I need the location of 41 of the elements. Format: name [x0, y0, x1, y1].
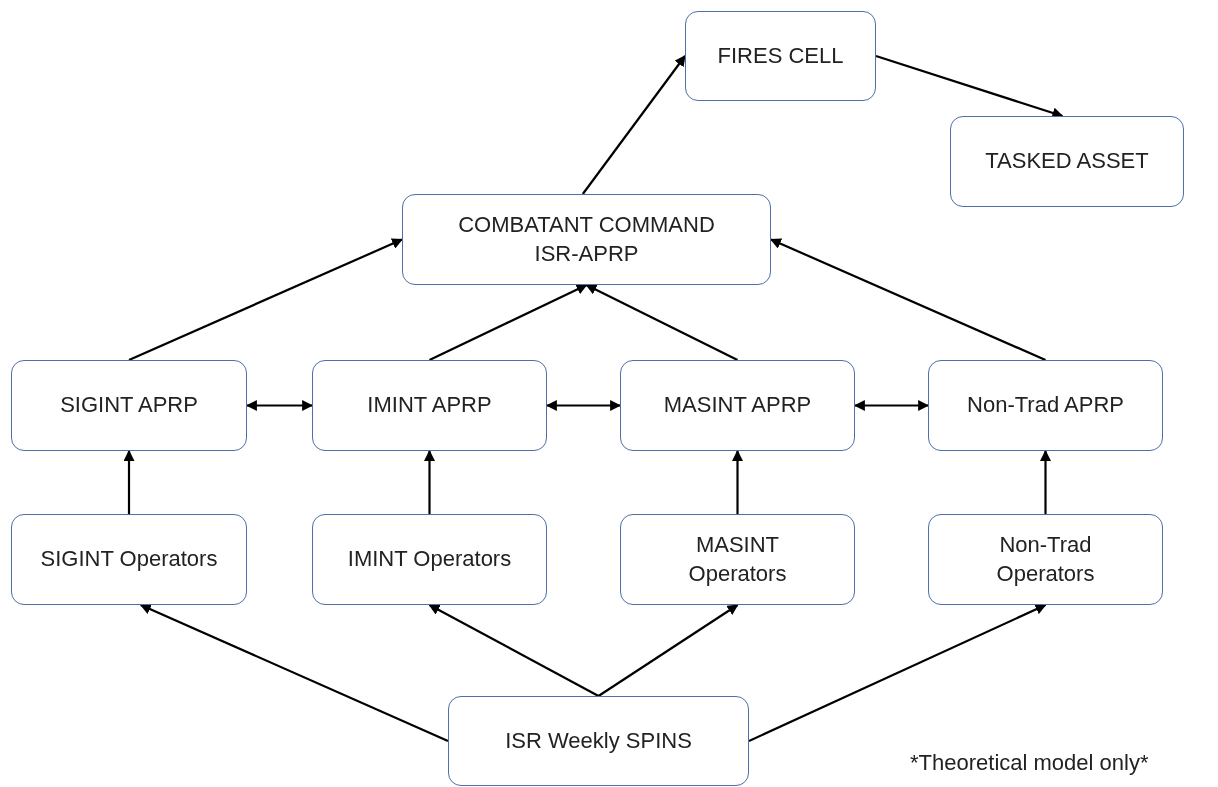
arrow: [597, 604, 739, 697]
arrow: [581, 55, 686, 195]
note-text: *Theoretical model only*: [910, 750, 1149, 776]
node-label: Non-Trad APRP: [966, 391, 1125, 420]
node-label: ISR Weekly SPINS: [504, 726, 693, 755]
arrow: [424, 449, 435, 514]
process-box: [448, 696, 749, 786]
node-label: COMBATANT COMMAND ISR-APRP: [457, 210, 716, 268]
process-box: [11, 360, 247, 451]
node-label: IMINT APRP: [366, 391, 493, 420]
arrow: [853, 400, 930, 411]
arrow: [139, 604, 449, 742]
process-box: [685, 11, 876, 101]
process-box: [620, 360, 855, 451]
node-label: Non-Trad Operators: [995, 530, 1096, 588]
arrow: [545, 400, 622, 411]
node-label: SIGINT APRP: [59, 391, 199, 420]
node-label: MASINT APRP: [662, 391, 813, 420]
node-label: TASKED ASSET: [984, 147, 1150, 176]
arrow: [748, 604, 1047, 742]
arrow: [585, 284, 738, 361]
arrow: [732, 449, 743, 514]
arrow: [1040, 449, 1051, 514]
process-box: [928, 360, 1163, 451]
process-box: [312, 360, 547, 451]
process-box: [11, 514, 247, 605]
process-box: [312, 514, 547, 605]
arrow: [128, 238, 403, 361]
process-box: [620, 514, 855, 605]
node-label: MASINT Operators: [687, 530, 788, 588]
arrow: [770, 238, 1046, 361]
arrow: [245, 400, 314, 411]
process-box: [402, 194, 771, 285]
arrow: [123, 449, 135, 514]
arrow: [428, 604, 600, 697]
process-box: [928, 514, 1163, 605]
node-label: SIGINT Operators: [39, 545, 219, 574]
arrow: [429, 284, 588, 361]
node-label: IMINT Operators: [346, 545, 513, 574]
node-label: FIRES CELL: [716, 41, 845, 70]
process-box: [950, 116, 1184, 207]
